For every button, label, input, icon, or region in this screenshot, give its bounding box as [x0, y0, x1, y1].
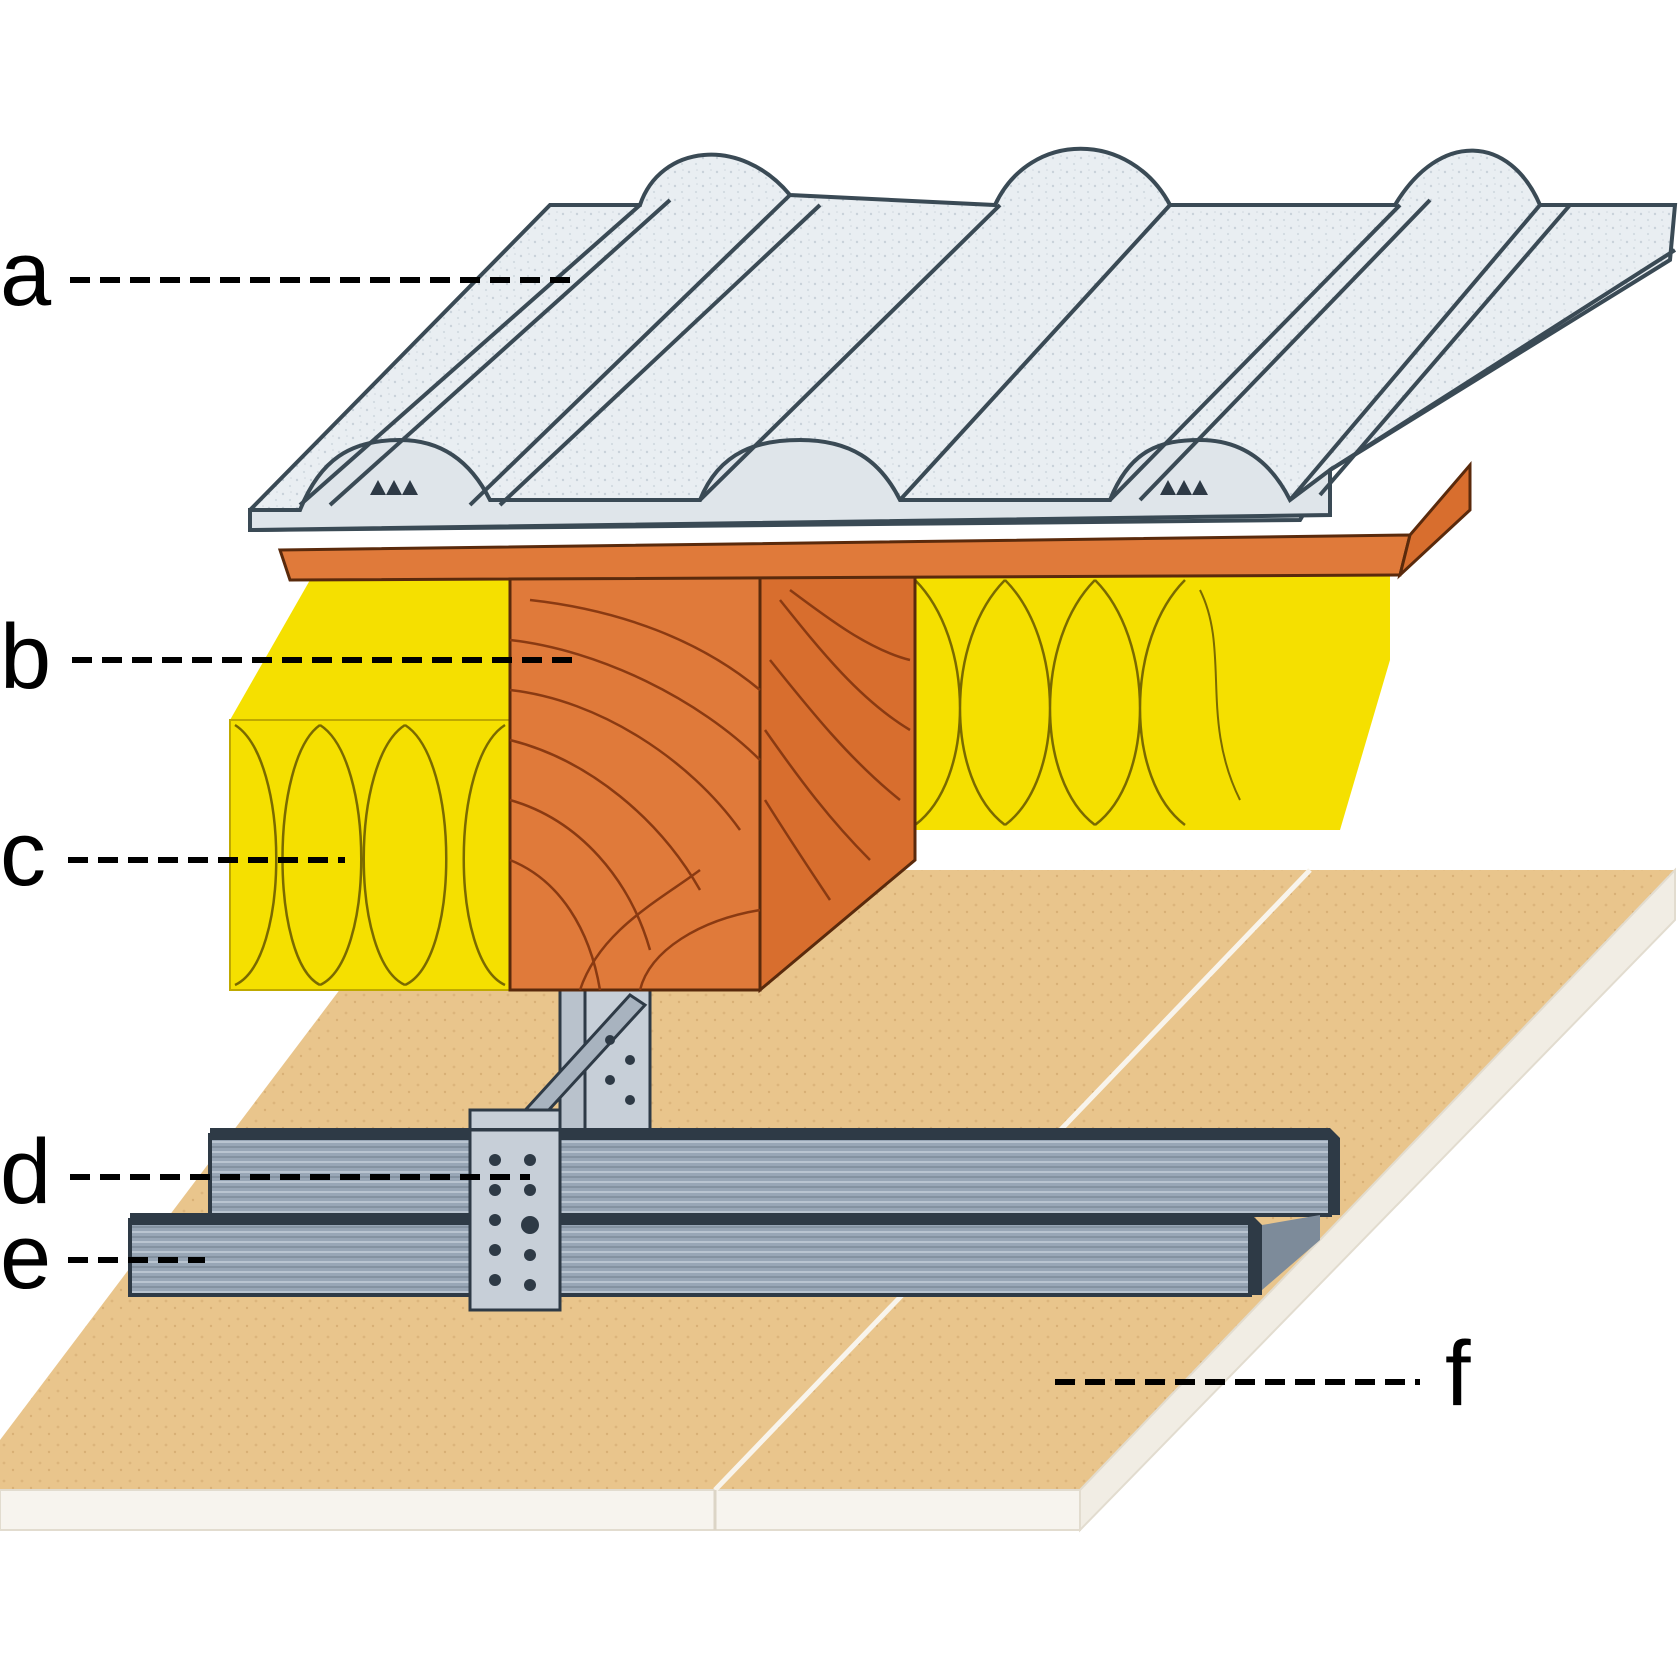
label-b: b: [0, 606, 580, 708]
plasterboard-front-edge: [0, 1489, 1081, 1531]
insulation-right: [910, 575, 1390, 830]
label-c: c: [0, 803, 345, 905]
label-d: d: [0, 1121, 530, 1223]
label-f-text: f: [1445, 1323, 1471, 1425]
label-e: e: [0, 1206, 205, 1308]
label-d-text: d: [0, 1121, 51, 1223]
secondary-steel-channel: [128, 1213, 1320, 1297]
bracket-front-plate: [468, 1128, 562, 1312]
insulation-left: [229, 580, 511, 991]
timber-rafter: [508, 573, 917, 994]
label-a: a: [0, 223, 575, 325]
roof-tile-surface: [248, 146, 1678, 533]
label-e-text: e: [0, 1206, 51, 1308]
primary-steel-channel: [208, 1128, 1340, 1217]
label-f: f: [1055, 1323, 1471, 1425]
label-b-text: b: [0, 606, 51, 708]
label-a-text: a: [0, 223, 52, 325]
label-c-text: c: [0, 803, 46, 905]
plasterboard-side-edge: [1079, 867, 1676, 1533]
roof-tiles: [248, 146, 1678, 533]
